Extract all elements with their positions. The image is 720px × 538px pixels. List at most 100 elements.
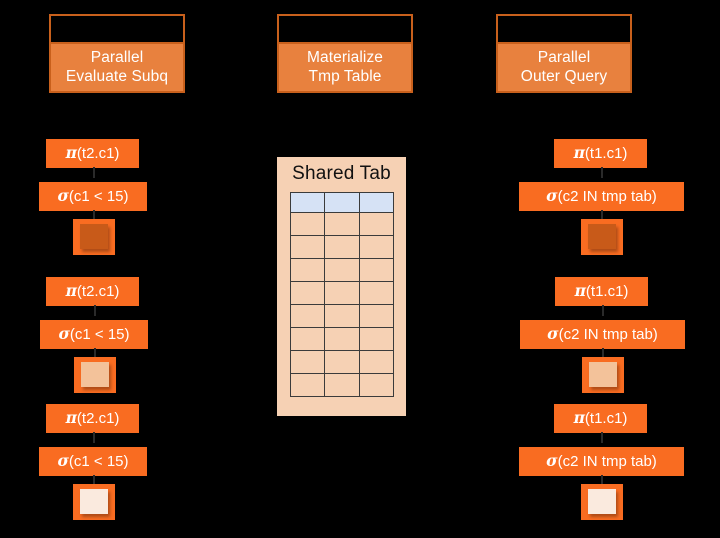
connector-left-1-a [93, 167, 95, 178]
shared-table-cell [324, 235, 360, 259]
shared-table-cell [289, 235, 326, 259]
shared-table-cell [358, 327, 395, 351]
select-args-right-1: (c2 IN tmp tab) [557, 188, 657, 205]
relation-sheet-left-3 [80, 489, 108, 514]
connector-right-2-b [602, 348, 604, 357]
shared-table-cell [289, 304, 326, 328]
operator-select-right-2[interactable]: σ(c2 IN tmp tab) [520, 320, 685, 349]
project-symbol-right-3: π [573, 408, 585, 427]
phase-card-parallel-outer-query: Parallel Outer Query [496, 14, 632, 93]
shared-table-cell [324, 350, 360, 374]
connector-right-3-a [601, 432, 603, 443]
phase-label-line-0-0: Parallel [90, 49, 144, 66]
operator-select-right-3[interactable]: σ(c2 IN tmp tab) [519, 447, 684, 476]
shared-table-row [289, 304, 395, 328]
shared-table-cell [358, 373, 395, 397]
relation-sheet-right-1 [588, 224, 616, 249]
operator-select-left-2[interactable]: σ(c1 < 15) [40, 320, 148, 349]
shared-table-cell [324, 281, 360, 305]
select-args-left-2: (c1 < 15) [69, 326, 130, 343]
relation-icon-left-2[interactable] [74, 357, 116, 393]
select-args-right-3: (c2 IN tmp tab) [557, 453, 657, 470]
shared-table-body [289, 192, 395, 397]
shared-table-cell [324, 258, 360, 282]
select-symbol-right-2: σ [547, 324, 559, 343]
relation-icon-right-1[interactable] [581, 219, 623, 255]
phase-label-line-0-1: Evaluate Subq [65, 68, 169, 85]
relation-sheet-right-3 [588, 489, 616, 514]
operator-select-left-3[interactable]: σ(c1 < 15) [39, 447, 147, 476]
connector-right-1-b [601, 210, 603, 219]
phase-card-frame-2 [496, 14, 632, 42]
connector-right-2-a [602, 305, 604, 316]
shared-table-cell [358, 235, 395, 259]
select-args-left-3: (c1 < 15) [68, 453, 129, 470]
shared-table-cell [358, 304, 395, 328]
connector-left-2-b [94, 348, 96, 357]
project-symbol-right-1: π [573, 143, 585, 162]
phase-card-materialize-tmp-table: Materialize Tmp Table [277, 14, 413, 93]
shared-table-cell [324, 373, 360, 397]
shared-table-cell [358, 350, 395, 374]
connector-left-3-b [93, 475, 95, 484]
phase-label-line-2-0: Parallel [537, 49, 591, 66]
shared-table-cell [358, 212, 395, 236]
shared-table-cell [324, 304, 360, 328]
shared-table-cell [324, 212, 360, 236]
project-args-right-3: (t1.c1) [584, 410, 628, 427]
relation-sheet-left-1 [80, 224, 108, 249]
shared-table-cell [289, 350, 326, 374]
shared-table-cell [289, 373, 326, 397]
shared-table-row [289, 281, 395, 305]
select-symbol-left-3: σ [57, 451, 69, 470]
operator-project-left-3[interactable]: π(t2.c1) [46, 404, 139, 433]
operator-project-right-2[interactable]: π(t1.c1) [555, 277, 648, 306]
relation-icon-right-2[interactable] [582, 357, 624, 393]
operator-project-right-3[interactable]: π(t1.c1) [554, 404, 647, 433]
connector-left-1-b [93, 210, 95, 219]
select-args-left-1: (c1 < 15) [68, 188, 129, 205]
project-args-left-1: (t2.c1) [76, 145, 120, 162]
shared-table-row [289, 212, 395, 236]
shared-table-header-cell [324, 192, 360, 213]
operator-select-left-1[interactable]: σ(c1 < 15) [39, 182, 147, 211]
relation-sheet-right-2 [589, 362, 617, 387]
project-args-left-3: (t2.c1) [76, 410, 120, 427]
shared-table-cell [289, 327, 326, 351]
relation-icon-left-3[interactable] [73, 484, 115, 520]
connector-left-3-a [93, 432, 95, 443]
shared-table-title: Shared Tab [292, 163, 391, 184]
phase-label-line-2-1: Outer Query [520, 68, 608, 85]
phase-card-frame-0 [49, 14, 185, 42]
connector-left-2-a [94, 305, 96, 316]
relation-icon-left-1[interactable] [73, 219, 115, 255]
relation-icon-right-3[interactable] [581, 484, 623, 520]
project-args-right-2: (t1.c1) [585, 283, 629, 300]
shared-table-row [289, 327, 395, 351]
select-symbol-left-1: σ [57, 186, 69, 205]
operator-project-left-1[interactable]: π(t2.c1) [46, 139, 139, 168]
shared-table-cell [289, 212, 326, 236]
shared-table-cell [324, 327, 360, 351]
select-symbol-right-1: σ [546, 186, 558, 205]
phase-card-label-1: Materialize Tmp Table [277, 42, 413, 93]
select-symbol-left-2: σ [58, 324, 70, 343]
shared-temp-table-panel: Shared Tab [277, 157, 406, 416]
project-args-left-2: (t2.c1) [76, 283, 120, 300]
operator-select-right-1[interactable]: σ(c2 IN tmp tab) [519, 182, 684, 211]
phase-card-parallel-evaluate-subq: Parallel Evaluate Subq [49, 14, 185, 93]
operator-project-left-2[interactable]: π(t2.c1) [46, 277, 139, 306]
phase-card-label-2: Parallel Outer Query [496, 42, 632, 93]
shared-table-grid [289, 192, 395, 397]
shared-table-row [289, 192, 395, 213]
project-symbol-right-2: π [574, 281, 586, 300]
phase-card-frame-1 [277, 14, 413, 42]
connector-right-3-b [601, 475, 603, 484]
phase-label-line-1-1: Tmp Table [308, 68, 382, 85]
shared-table-cell [358, 258, 395, 282]
project-symbol-left-2: π [65, 281, 77, 300]
operator-project-right-1[interactable]: π(t1.c1) [554, 139, 647, 168]
shared-table-header-cell [358, 192, 395, 213]
shared-table-row [289, 258, 395, 282]
shared-table-row [289, 235, 395, 259]
